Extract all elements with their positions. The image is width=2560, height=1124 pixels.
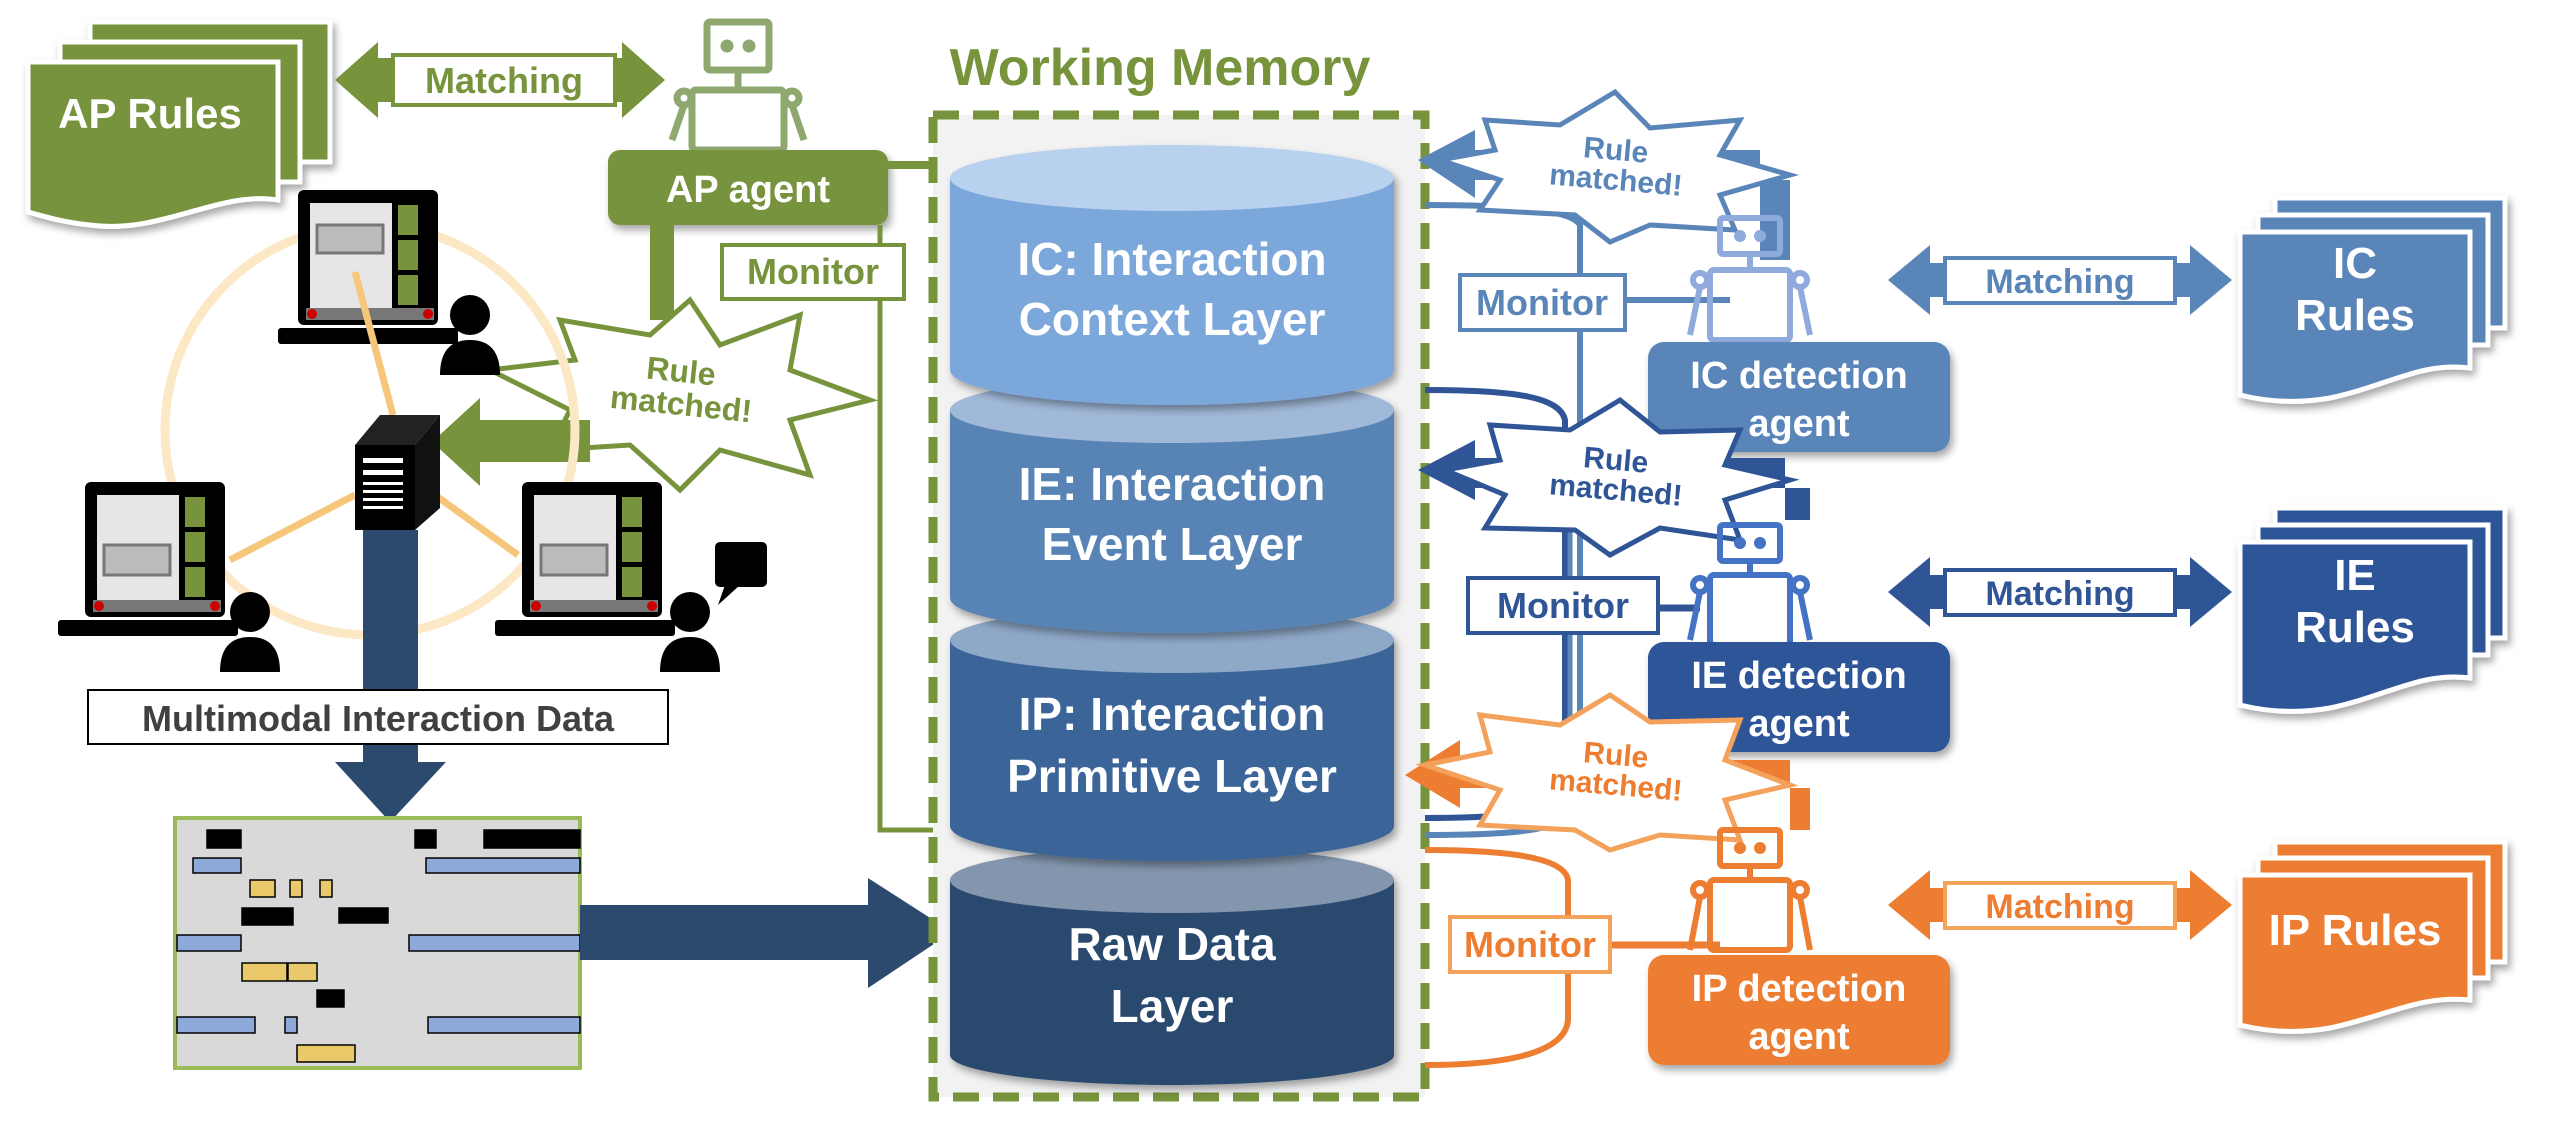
layer-ip-line2: Primitive Layer [1007,750,1337,802]
ap-matching-arrow [335,42,665,118]
ip-rules-label: IP Rules [2269,906,2442,955]
laptop-left [58,482,238,636]
ap-monitor-label: Monitor [747,251,879,292]
ic-rules-stack [2237,195,2508,404]
ip-rules-stack [2237,839,2508,1034]
multimodal-data-box [87,689,669,745]
ip-matching-box [1943,881,2177,930]
network-links [228,271,521,564]
multimodal-data-label: Multimodal Interaction Data [142,698,615,739]
layer-raw-line2: Layer [1111,980,1234,1032]
server-icon [355,415,440,530]
ap-agent-label: AP agent [666,169,830,211]
ie-monitor-line [1424,387,1568,820]
ap-rule-matched-line1: Rule [645,350,718,393]
ip-monitor-box [1448,915,1612,974]
ap-rule-connector [650,225,674,320]
timeline-chart [173,816,582,1070]
ic-rule-matched-line1: Rule [1582,131,1650,170]
ip-monitor-label: Monitor [1464,924,1596,965]
speech-bubble-icon [715,542,767,605]
ap-rules-label: AP Rules [58,90,242,137]
ie-robot-icon [1687,522,1813,648]
ap-monitor-box [720,243,906,301]
ic-monitor-box [1458,273,1627,332]
ip-agent-line2: agent [1748,1016,1850,1058]
ap-matching-label: Matching [425,60,583,101]
ip-rule-matched-line1: Rule [1582,736,1650,775]
ie-matching-box [1943,568,2177,617]
user-icon-top [440,295,500,375]
laptop-right [495,482,675,636]
ic-rule-matched-burst [1439,88,1800,245]
ip-matching-label: Matching [1985,888,2134,926]
ic-rules-line1: IC [2333,239,2377,288]
ap-robot-icon [668,18,808,154]
ic-matching-label: Matching [1985,263,2134,301]
user-icon-right [660,592,720,672]
layer-ic-line2: Context Layer [1019,293,1326,345]
raw-data-arrow [580,878,952,988]
ip-rule-matched-burst [1415,692,1799,853]
ip-agent-line1: IP detection [1692,968,1907,1010]
down-arrow-head [335,762,446,822]
ic-agent-box [1648,342,1950,452]
ie-rules-line1: IE [2334,551,2376,600]
layer-ip-line1: IP: Interaction [1019,688,1326,740]
working-memory-title: Working Memory [950,39,1371,97]
ic-monitor-label: Monitor [1476,282,1608,323]
laptop-top [278,190,458,344]
ip-robot-icon [1687,827,1813,953]
ic-matching-box [1943,256,2177,305]
ie-rules-stack [2237,505,2508,714]
ic-robot-icon [1687,215,1813,343]
ie-rule-matched-burst [1436,396,1800,558]
layer-ic-line1: IC: Interaction [1017,233,1326,285]
ie-monitor-label: Monitor [1497,585,1629,626]
layer-ie-line1: IE: Interaction [1019,458,1326,510]
ie-monitor-box [1466,576,1660,635]
layer-ie-line2: Event Layer [1042,518,1303,570]
ie-rules-line2: Rules [2295,603,2415,652]
ip-monitor-line [1424,847,1571,1068]
ap-to-server-arrow [432,398,590,486]
ip-agent-box [1648,955,1950,1065]
ic-agent-line2: agent [1748,403,1850,445]
ap-rules-stack [25,19,333,229]
ap-monitor-line [877,225,935,833]
layer-ic [950,145,1394,405]
ic-rules-line2: Rules [2295,291,2415,340]
ie-agent-line1: IE detection [1691,655,1906,697]
ie-rule-matched-line1: Rule [1582,441,1650,480]
ie-agent-line2: agent [1748,703,1850,745]
layer-raw [950,847,1394,1085]
layer-raw-line1: Raw Data [1068,918,1275,970]
ie-matching-label: Matching [1985,575,2134,613]
ap-agent-box [608,150,888,225]
user-icon-left [220,592,280,672]
ic-agent-line1: IC detection [1690,355,1907,397]
